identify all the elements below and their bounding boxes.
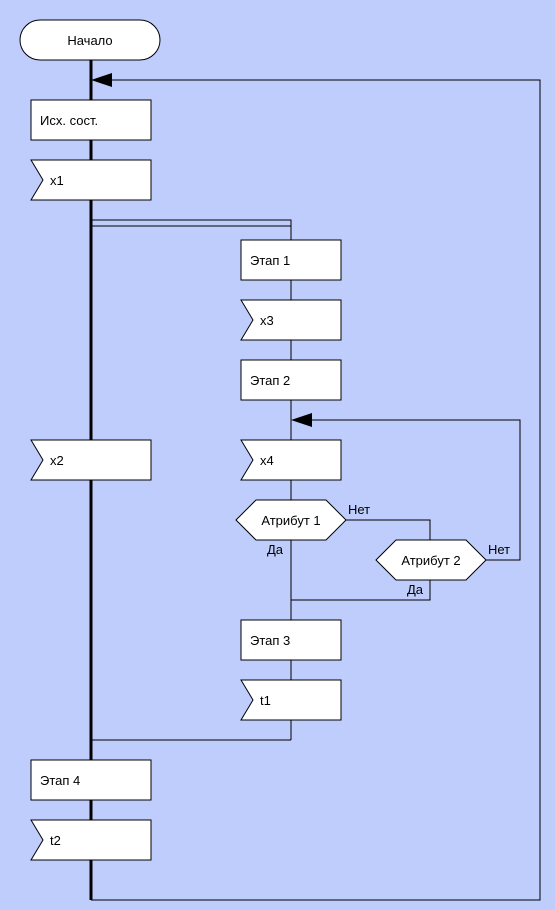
event-t2: t2	[30, 819, 152, 861]
stage-1-block: Этап 1	[240, 239, 342, 281]
initial-state-block: Исх. сост.	[30, 99, 152, 141]
attr1-no-label: Нет	[348, 502, 370, 517]
attr1-yes-label: Да	[267, 542, 284, 557]
event-x4-label: x4	[260, 453, 274, 468]
return-arrow-icon	[91, 73, 112, 87]
event-x1: x1	[30, 159, 152, 201]
return-loop-line	[91, 79, 541, 901]
event-x2-label: x2	[50, 453, 64, 468]
start-label: Начало	[67, 33, 112, 48]
stage-2-label: Этап 2	[250, 373, 290, 388]
attr1-no-line	[346, 519, 431, 540]
condition-attr2: Атрибут 2	[375, 539, 487, 581]
condition-attr1-label: Атрибут 1	[261, 513, 320, 528]
attr2-no-loop-line	[312, 419, 521, 561]
attr2-yes-label: Да	[407, 582, 424, 597]
event-t1: t1	[240, 679, 342, 721]
event-x3-label: x3	[260, 313, 274, 328]
loop-arrow-icon	[291, 413, 312, 427]
stage-3-label: Этап 3	[250, 633, 290, 648]
condition-attr2-label: Атрибут 2	[401, 553, 460, 568]
attr2-no-label: Нет	[488, 542, 510, 557]
event-t2-label: t2	[50, 833, 61, 848]
stage-2-block: Этап 2	[240, 359, 342, 401]
event-x1-label: x1	[50, 173, 64, 188]
event-x4: x4	[240, 439, 342, 481]
condition-attr1: Атрибут 1	[235, 499, 347, 541]
stage-4-label: Этап 4	[40, 773, 80, 788]
attr2-yes-line	[291, 580, 431, 601]
branch-split-line	[91, 219, 292, 240]
stage-3-block: Этап 3	[240, 619, 342, 661]
initial-state-label: Исх. сост.	[40, 113, 98, 128]
stage-4-block: Этап 4	[30, 759, 152, 801]
start-terminal: Начало	[19, 19, 161, 61]
event-x2: x2	[30, 439, 152, 481]
event-t1-label: t1	[260, 693, 271, 708]
event-x3: x3	[240, 299, 342, 341]
stage-1-label: Этап 1	[250, 253, 290, 268]
